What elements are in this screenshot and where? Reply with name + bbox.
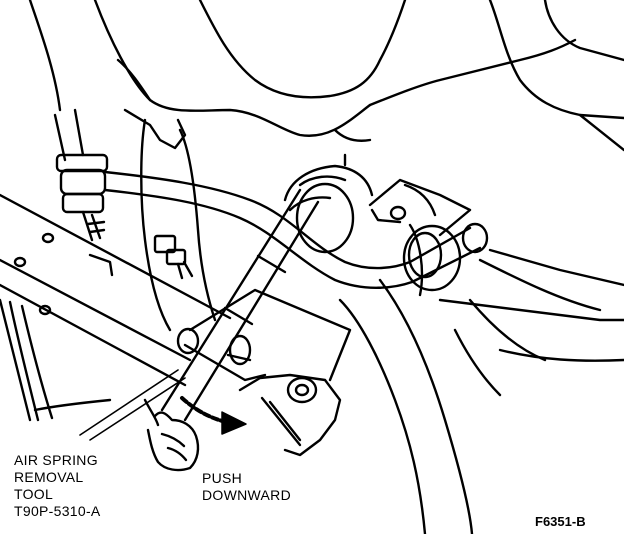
- push-callout-line-2: DOWNWARD: [202, 487, 291, 503]
- push-arrow: [180, 396, 247, 435]
- wheel-tire: [0, 248, 624, 534]
- tool-callout-line-3: TOOL: [14, 486, 54, 502]
- frame-rail: [0, 193, 232, 387]
- callout-leaders: [79, 369, 186, 441]
- tool-callout-line-1: AIR SPRING: [14, 452, 98, 468]
- shock-absorber-mount: [283, 128, 374, 254]
- tool-callout-line-4: T90P-5310-A: [14, 503, 101, 519]
- tool-callout-label: AIR SPRING REMOVAL TOOL T90P-5310-A: [14, 452, 101, 520]
- stabilizer-link: [53, 108, 109, 242]
- tool-callout-line-2: REMOVAL: [14, 469, 84, 485]
- stabilizer-bushing: [368, 178, 472, 297]
- suspension-arm: [176, 288, 352, 382]
- inner-fender-panel: [123, 108, 217, 332]
- mounting-bolt: [153, 234, 194, 280]
- air-spring-seat: [238, 373, 342, 457]
- figure-id: F6351-B: [535, 514, 586, 529]
- air-spring-removal-tool: [160, 188, 320, 422]
- vehicle-body-outline: [28, 0, 624, 152]
- stabilizer-bar: [103, 170, 489, 289]
- push-callout-line-1: PUSH: [202, 470, 243, 486]
- push-callout-label: PUSH DOWNWARD: [202, 470, 291, 504]
